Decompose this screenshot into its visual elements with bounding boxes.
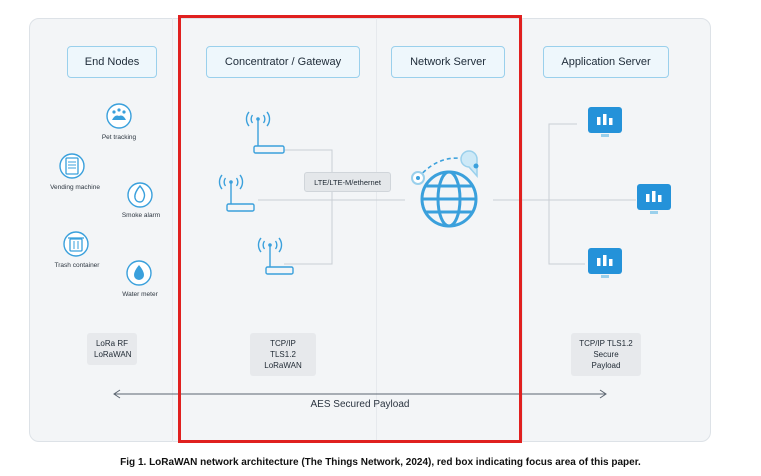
gateway-icon — [257, 237, 294, 275]
column-divider — [172, 18, 173, 442]
focus-area-red-box — [178, 15, 522, 443]
end-node-label: Smoke alarm — [121, 212, 161, 219]
application-server-header: Application Server — [543, 46, 669, 78]
smoke-alarm-icon — [127, 182, 153, 208]
end-nodes-header: End Nodes — [67, 46, 157, 78]
gateway-icon — [218, 174, 255, 212]
gateway-link-line — [284, 149, 333, 265]
column-divider — [522, 18, 523, 442]
network-server-globe-icon — [411, 150, 479, 228]
vending-machine-icon — [59, 153, 85, 179]
end-nodes-protocol-box: LoRa RF LoRaWAN — [87, 333, 137, 365]
gateway-icon — [245, 111, 285, 154]
application-protocol-box: TCP/IP TLS1.2 Secure Payload — [571, 333, 641, 376]
end-node-label: Trash container — [54, 262, 100, 269]
backhaul-label: LTE/LTE-M/ethernet — [304, 172, 391, 192]
aes-secured-payload-arrow — [113, 389, 607, 399]
network-server-header: Network Server — [391, 46, 505, 78]
column-divider — [376, 18, 377, 442]
application-monitor-icon — [637, 184, 671, 214]
end-node-label: Water meter — [122, 291, 158, 298]
water-meter-icon — [126, 260, 152, 286]
aes-secured-payload-label: AES Secured Payload — [310, 399, 410, 410]
application-monitor-icon — [588, 248, 622, 278]
application-monitor-icon — [588, 107, 622, 137]
gateway-protocol-box: TCP/IP TLS1.2 LoRaWAN — [250, 333, 316, 376]
gateway-header: Concentrator / Gateway — [206, 46, 360, 78]
pet-tracking-icon — [106, 103, 132, 129]
app-server-link-line — [548, 123, 585, 265]
figure-caption: Fig 1. LoRaWAN network architecture (The… — [120, 457, 641, 468]
end-node-label: Pet tracking — [101, 134, 137, 141]
trash-container-icon — [63, 231, 89, 257]
end-node-label: Vending machine — [50, 184, 100, 191]
